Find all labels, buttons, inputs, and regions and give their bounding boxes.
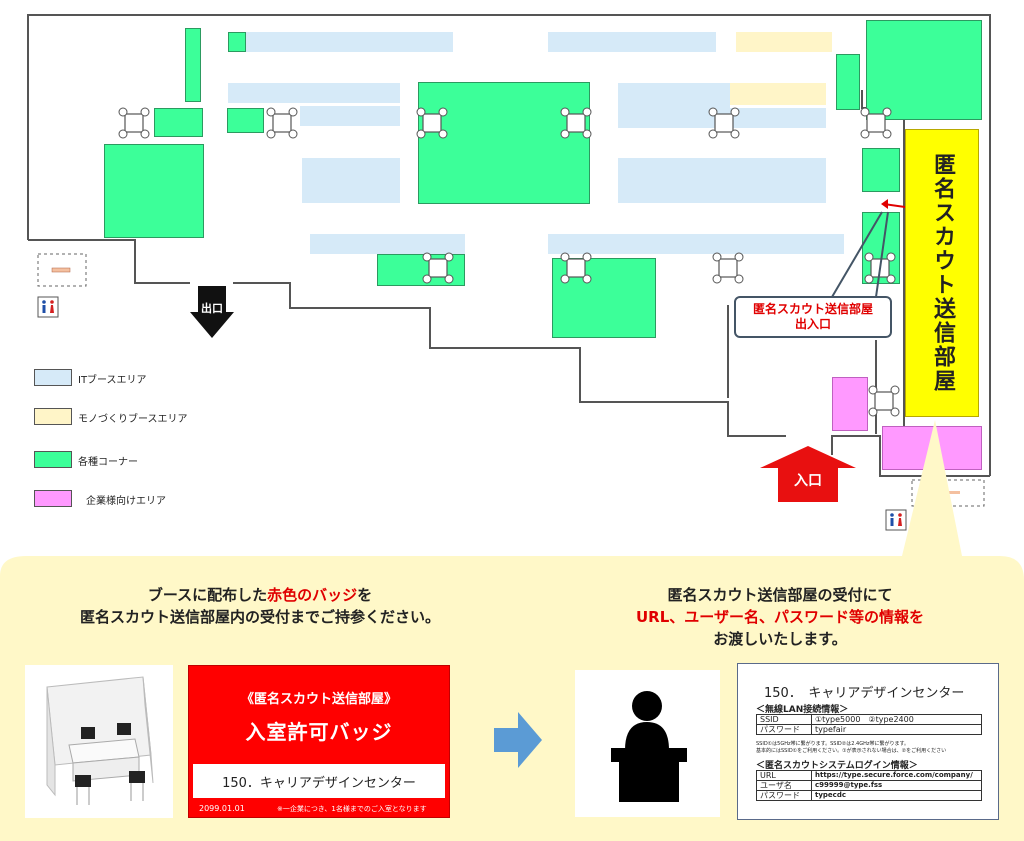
door-callout: 匿名スカウト送信部屋 出入口 [734, 296, 892, 338]
badge-title: 入室許可バッジ [245, 720, 393, 744]
door-callout-line1: 匿名スカウト送信部屋 [752, 302, 873, 316]
door-callout-line2: 出入口 [794, 317, 831, 331]
it-booth [548, 32, 716, 52]
corner-area [862, 148, 900, 192]
badge-date: 2099.01.01 [199, 804, 245, 813]
legend-label: ITブースエリア [78, 375, 147, 386]
table-row: パスワード typefair [756, 724, 982, 735]
table-row: URL https://type.secure.force.com/compan… [756, 770, 982, 781]
legend-swatch-corner [34, 451, 72, 468]
it-booth [245, 32, 453, 52]
it-booth [618, 158, 826, 203]
corner-area [104, 144, 204, 238]
corporate-area [832, 377, 868, 431]
scout-room-label: 匿名スカウト送信部屋 [930, 153, 955, 393]
lan-table: SSID ①type5000 ②type2400 パスワード typefair [756, 714, 982, 735]
reception-desk-icon [575, 670, 720, 817]
restroom-icons [37, 253, 985, 531]
monozukuri-booth [730, 83, 826, 105]
card-org: 150． キャリアデザインセンター [764, 686, 965, 701]
booth-illustration [25, 665, 173, 818]
badge-header: 《匿名スカウト送信部屋》 [240, 692, 397, 707]
badge-note: ※一企業につき、1名様までのご入室となります [277, 805, 427, 813]
it-booth [548, 234, 844, 254]
corner-area [866, 20, 982, 120]
legend-label: モノづくりブースエリア [78, 414, 188, 425]
table-row: パスワード typecdc [756, 790, 982, 801]
entrance-label: 入口 [794, 473, 822, 489]
corner-area [154, 108, 203, 137]
legend-label: 各種コーナー [78, 457, 138, 468]
exit-label: 出口 [201, 302, 223, 315]
badge-highlight: 赤色のバッジ [267, 586, 358, 604]
lan-note: SSID①は5GHz帯に繋がります。SSID②は2.4GHz帯に繋がります。 [756, 741, 909, 747]
right-instruction: 匿名スカウト送信部屋の受付にて URL、ユーザー名、パスワード等の情報を お渡し… [636, 586, 924, 648]
table-row: ユーザ名 c99999@type.fss [756, 780, 982, 791]
login-table: URL https://type.secure.force.com/compan… [756, 770, 982, 801]
info-card: 150． キャリアデザインセンター ＜無線LAN接続情報＞ SSID ①type… [737, 663, 999, 820]
exit-arrow-icon [190, 286, 234, 338]
lan-note: 基本的にはSSID①をご利用ください。①が表示されない場合は、②をご利用ください [756, 748, 947, 754]
legend-swatch-it [34, 369, 72, 386]
it-booth [300, 106, 400, 126]
legend-swatch-corporate [34, 490, 72, 507]
corner-area [228, 32, 246, 52]
left-instruction: ブースに配布した赤色のバッジを 匿名スカウト送信部屋内の受付までご持参ください。 [79, 586, 440, 626]
it-booth [302, 158, 400, 203]
next-arrow-icon [494, 712, 542, 768]
corner-area [227, 108, 264, 133]
badge-org: 150．キャリアデザインセンター [222, 776, 416, 791]
legend-label: 企業様向けエリア [86, 496, 166, 507]
it-booth [618, 83, 730, 128]
it-booth [728, 108, 826, 128]
corner-area [418, 82, 590, 204]
login-heading: ＜匿名スカウトシステムログイン情報＞ [756, 761, 918, 771]
lan-heading: ＜無線LAN接続情報＞ [756, 705, 849, 715]
it-booth [310, 234, 465, 254]
it-booth [228, 83, 400, 103]
corner-area [836, 54, 860, 110]
badge-org-strip [193, 764, 445, 798]
table-row: SSID ①type5000 ②type2400 [756, 714, 982, 725]
entry-badge: 《匿名スカウト送信部屋》 入室許可バッジ 150．キャリアデザインセンター 20… [188, 665, 450, 818]
legend-swatch-monozukuri [34, 408, 72, 425]
monozukuri-booth [736, 32, 832, 52]
info-panel: ブースに配布した赤色のバッジを 匿名スカウト送信部屋内の受付までご持参ください。… [0, 556, 1024, 841]
corner-area [185, 28, 201, 102]
entrance-arrow-icon [760, 446, 856, 502]
scout-room: 匿名スカウト送信部屋 [905, 129, 979, 417]
